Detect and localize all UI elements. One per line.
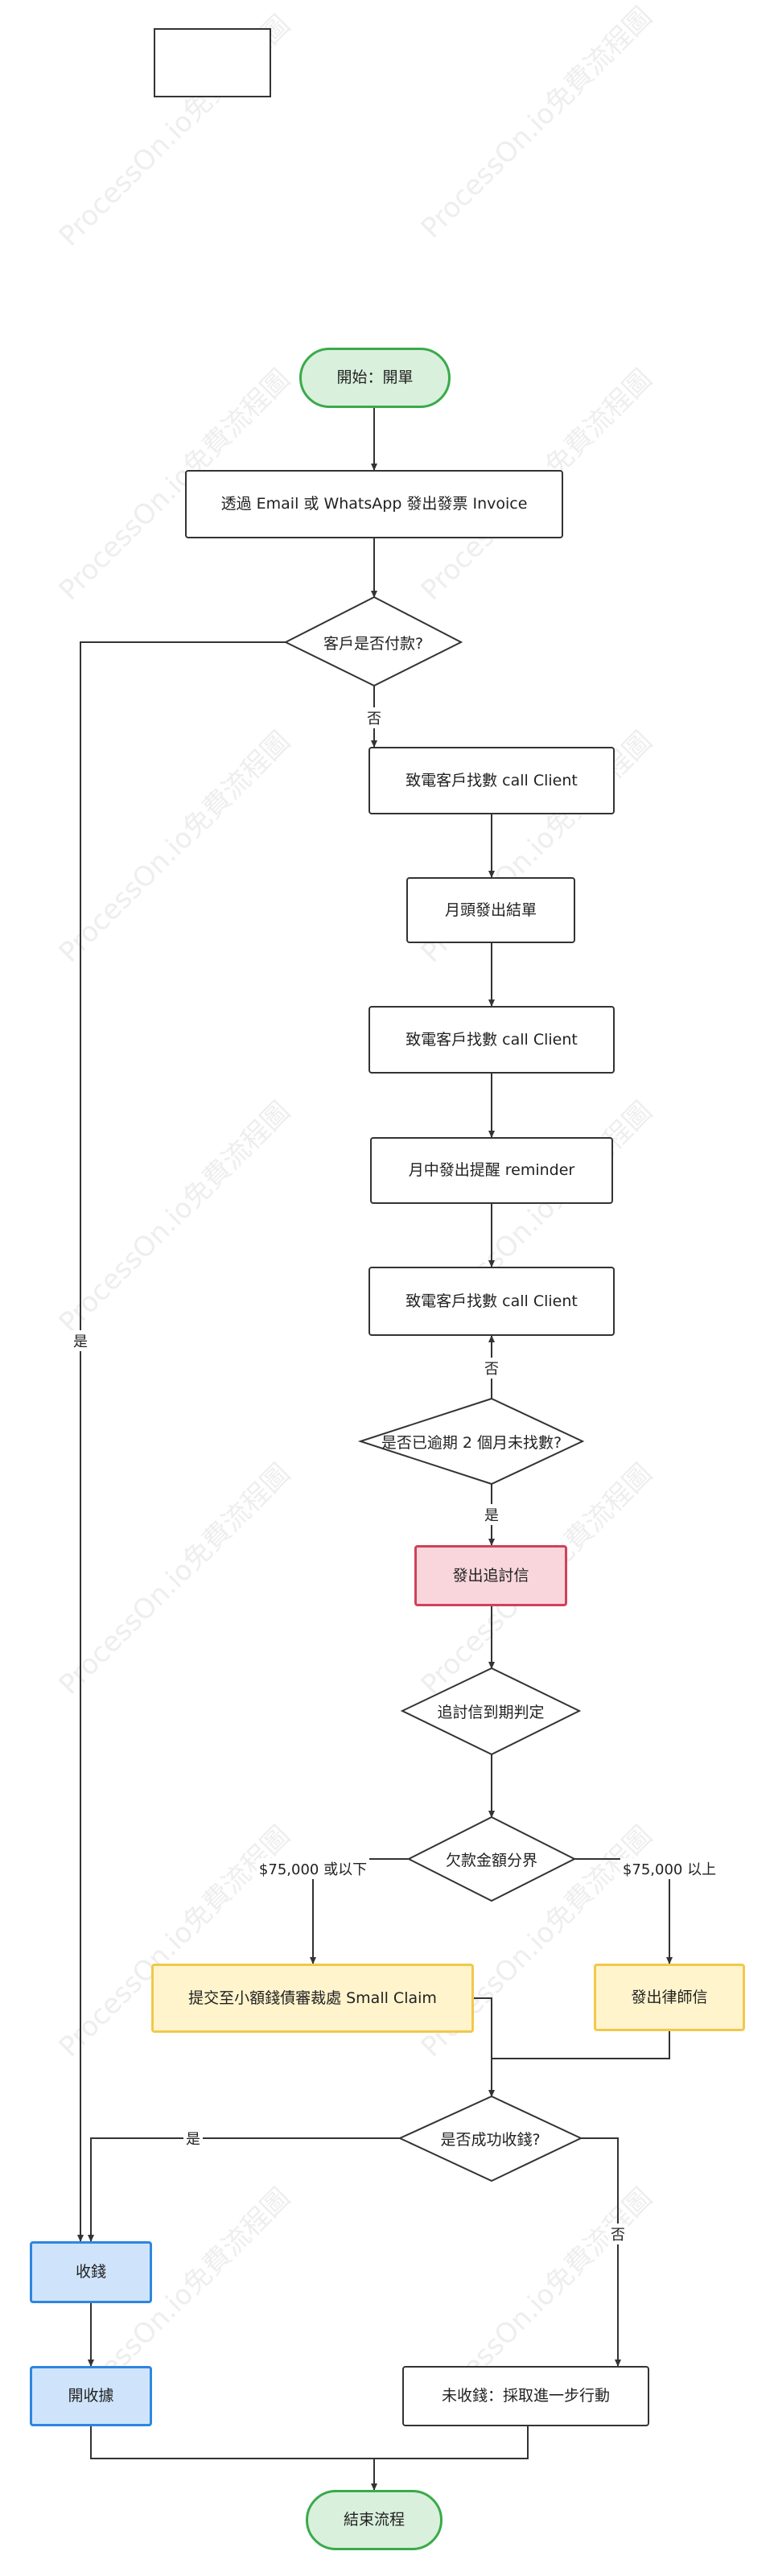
edge-label-overdue-no: 否 <box>482 1358 501 1379</box>
amount-decision-label: 欠款金額分界 <box>445 1851 537 1869</box>
small-claim-node[interactable]: 提交至小額錢債審裁處 Small Claim <box>151 1964 474 2033</box>
edge-paid-yes <box>77 641 286 2242</box>
reminder-label: 月中發出提醒 reminder <box>408 1161 575 1180</box>
receipt-node[interactable]: 開收據 <box>30 2366 152 2426</box>
call-client-label-3: 致電客戶找數 call Client <box>406 1292 578 1310</box>
edge-label-paid-no: 否 <box>364 707 384 728</box>
send-invoice-node[interactable]: 透過 Email 或 WhatsApp 發出發票 Invoice <box>185 470 563 538</box>
call-client-node-2[interactable]: 致電客戶找數 call Client <box>368 1006 615 1074</box>
collected-decision-diamond <box>397 2095 583 2182</box>
collect-label: 收錢 <box>75 2263 106 2281</box>
paid-decision-label: 客戶是否付款? <box>323 634 424 653</box>
edge-collected-no <box>581 2137 621 2367</box>
edge-label-overdue-yes: 是 <box>482 1504 501 1525</box>
edge-lawyer-merge <box>492 2031 670 2059</box>
edge-label-collected-yes: 是 <box>183 2128 203 2149</box>
edge-smallclaim-merge <box>474 1997 495 2097</box>
small-claim-label: 提交至小額錢債審裁處 Small Claim <box>188 1989 437 2007</box>
edge-nocollect-to-end <box>374 2426 529 2459</box>
no-collect-node[interactable]: 未收錢：採取進一步行動 <box>402 2366 649 2426</box>
reminder-node[interactable]: 月中發出提醒 reminder <box>370 1137 613 1204</box>
send-invoice-label: 透過 Email 或 WhatsApp 發出發票 Invoice <box>220 495 528 513</box>
edge-label-amount-low: $75,000 或以下 <box>256 1858 370 1879</box>
call-client-label-1: 致電客戶找數 call Client <box>406 771 578 789</box>
collected-decision-label: 是否成功收錢? <box>440 2130 541 2149</box>
call-client-node-3[interactable]: 致電客戶找數 call Client <box>368 1267 615 1336</box>
month-statement-node[interactable]: 月頭發出結單 <box>406 877 575 943</box>
collect-node[interactable]: 收錢 <box>30 2241 152 2303</box>
end-node[interactable]: 結束流程 <box>306 2490 443 2550</box>
edge-label-amount-high: $75,000 以上 <box>620 1858 719 1879</box>
call-client-label-2: 致電客戶找數 call Client <box>406 1030 578 1049</box>
demand-letter-label: 發出追討信 <box>452 1566 529 1585</box>
overdue-decision-label: 是否已逾期 2 個月未找數? <box>381 1433 562 1452</box>
start-node[interactable]: 開始：開單 <box>299 348 451 408</box>
edge-label-paid-yes: 是 <box>71 1330 90 1351</box>
edge-collected-yes <box>88 2137 400 2242</box>
end-label: 結束流程 <box>343 2511 405 2529</box>
start-label: 開始：開單 <box>336 369 414 387</box>
demand-letter-node[interactable]: 發出追討信 <box>414 1545 567 1606</box>
lawyer-letter-node[interactable]: 發出律師信 <box>594 1964 745 2031</box>
receipt-label: 開收據 <box>68 2387 114 2405</box>
deadline-decision-label: 追討信到期判定 <box>437 1703 545 1721</box>
no-collect-label: 未收錢：採取進一步行動 <box>441 2387 610 2405</box>
edge-receipt-to-end <box>90 2426 377 2491</box>
month-statement-label: 月頭發出結單 <box>444 901 537 919</box>
amount-decision-diamond <box>406 1816 577 1902</box>
edge-label-collected-no: 否 <box>608 2224 628 2244</box>
lawyer-letter-label: 發出律師信 <box>631 1988 708 2006</box>
call-client-node-1[interactable]: 致電客戶找數 call Client <box>368 747 615 814</box>
empty-placeholder-box <box>154 28 271 97</box>
